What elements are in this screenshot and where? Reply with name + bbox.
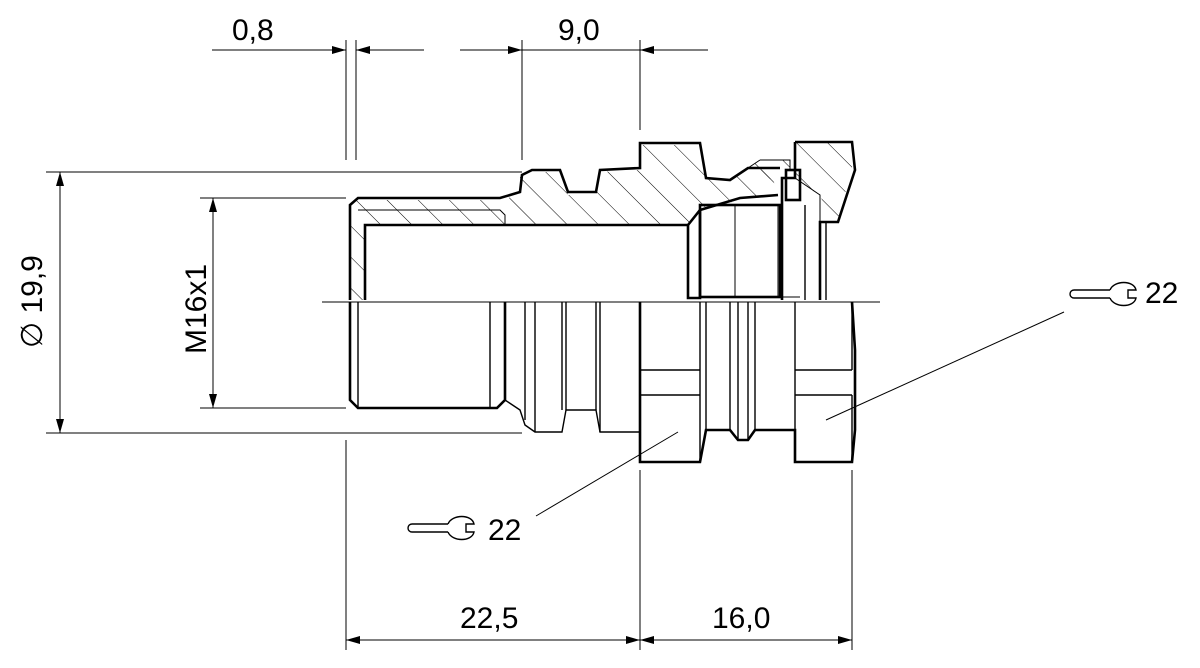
sleeve-outline [348,141,780,300]
section-view-upper [348,140,857,300]
dim-0-8: 0,8 [232,14,274,47]
wrench-icon-right [1069,281,1137,307]
dim-22-5: 22,5 [460,602,518,635]
sleeve-hatch [350,145,778,300]
dimension-lines [46,40,1065,650]
dim-diameter: ∅ 19,9 [16,255,49,348]
wrench-size-right: 22 [1145,277,1178,310]
dim-9-0: 9,0 [558,14,600,47]
nut-hatch [795,142,852,220]
wrench-icon-lower [407,515,475,541]
wrench-size-lower: 22 [488,514,521,547]
exterior-view-lower [348,301,857,464]
dim-16-0: 16,0 [712,602,770,635]
dim-thread: M16x1 [180,264,213,354]
